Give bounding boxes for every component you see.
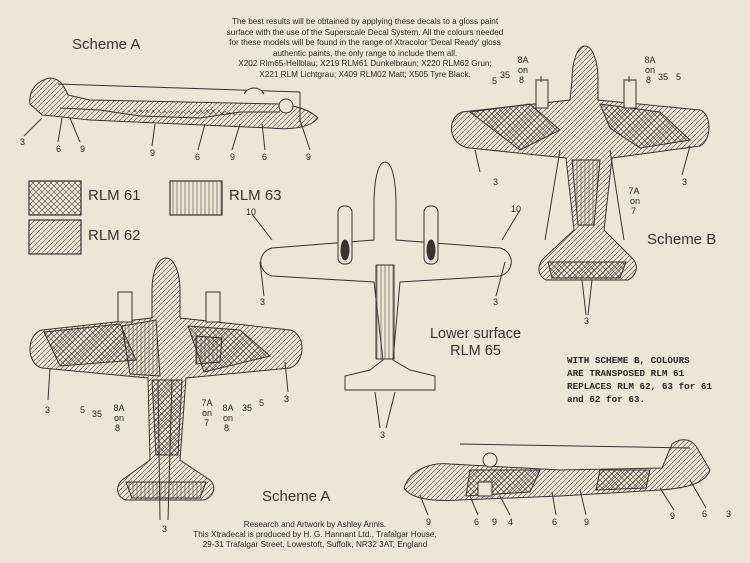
callout: on: [222, 413, 233, 423]
scheme-b-label: Scheme B: [647, 231, 717, 248]
callout: 35: [242, 403, 253, 413]
credits-line: 29-31 Trafalgar Street, Lowestoft, Suffo…: [202, 540, 428, 549]
lower-surface-colour: RLM 65: [450, 343, 501, 359]
callout: 3: [45, 405, 51, 415]
callout: 8: [519, 75, 525, 85]
callout: 8A: [113, 403, 125, 413]
callout: 4: [508, 517, 514, 527]
side-view-scheme-a-upper: [23, 77, 319, 151]
side-view-scheme-a-lower: [403, 439, 711, 516]
callout: 9: [584, 517, 590, 527]
callout: 3: [726, 509, 732, 519]
callout: 3: [284, 394, 290, 404]
intro-line: X221 RLM Lichtgrau; X409 RLM02 Matt; X50…: [259, 69, 471, 79]
callout: 3: [380, 430, 386, 440]
callout: on: [644, 65, 655, 75]
lower-surface-view: [251, 161, 521, 429]
legend-label-rlm61: RLM 61: [88, 187, 141, 204]
callout: 6: [195, 152, 201, 162]
callout: 6: [56, 144, 62, 154]
callout: 5: [492, 76, 498, 86]
legend-label-rlm62: RLM 62: [88, 227, 141, 244]
intro-line: authentic paints, the only range to incl…: [272, 48, 458, 58]
callout: 5: [259, 398, 265, 408]
callout: 6: [702, 509, 708, 519]
intro-line: X202 Rlm65-Hellblau; X219 RLM61 Dunkelbr…: [238, 59, 492, 69]
intro-instructions: The best results will be obtained by app…: [200, 17, 530, 81]
callout: 6: [474, 517, 480, 527]
callout: 3: [20, 137, 26, 147]
note-line: REPLACES RLM 62, 63 for 61: [567, 381, 713, 392]
callout: 35: [92, 409, 103, 419]
callout: 9: [306, 152, 312, 162]
scheme-b-colour-note: WITH SCHEME B, COLOURS ARE TRANSPOSED RL…: [567, 354, 712, 406]
callout: on: [517, 65, 528, 75]
note-line: ARE TRANSPOSED RLM 61: [567, 368, 685, 379]
lower-surface-line: Lower surface: [429, 326, 522, 342]
callout: 8A: [517, 55, 529, 65]
intro-line: surface with the use of the Superscale D…: [226, 27, 504, 37]
callout: 6: [552, 517, 558, 527]
callout: 5: [676, 72, 682, 82]
callout: 3: [493, 177, 499, 187]
credits-line: This Xtradecal is produced by H. G. Hann…: [193, 530, 437, 539]
callout: 9: [80, 144, 86, 154]
callout: 7A: [628, 186, 640, 196]
callout: 9: [150, 148, 156, 158]
callout: 3: [260, 297, 266, 307]
callout: 9: [230, 152, 236, 162]
callout: 5: [80, 405, 86, 415]
callout: 8: [646, 75, 652, 85]
note-line: and 62 for 63.: [567, 394, 646, 405]
callout: 3: [682, 177, 688, 187]
legend-swatch-rlm63: [169, 180, 223, 216]
callout: 8: [224, 423, 230, 433]
callout: 9: [426, 517, 432, 527]
callout: 8: [115, 423, 121, 433]
credits-line: Research and Artwork by Ashley Annis.: [243, 520, 387, 529]
callout: 8A: [644, 55, 656, 65]
callout: 35: [500, 70, 511, 80]
callout: 8A: [222, 403, 234, 413]
callout: 10: [246, 207, 257, 217]
callout: 7A: [201, 398, 213, 408]
lower-surface-label: Lower surface RLM 65: [408, 326, 543, 360]
legend-label-rlm63: RLM 63: [229, 187, 282, 204]
callout: 3: [162, 524, 168, 534]
legend-swatch-rlm62: [28, 219, 82, 255]
callout: 7: [631, 206, 637, 216]
legend-swatch-rlm61: [28, 180, 82, 216]
intro-line: The best results will be obtained by app…: [231, 17, 499, 26]
callout: 35: [658, 72, 669, 82]
callout: 9: [670, 511, 676, 521]
callout: 3: [493, 297, 499, 307]
note-line: WITH SCHEME B, COLOURS: [567, 355, 690, 366]
callout: on: [113, 413, 124, 423]
callout: on: [201, 408, 212, 418]
scheme-a-label-top: Scheme A: [72, 36, 141, 53]
intro-line: for these models will be found in the ra…: [229, 38, 501, 48]
credits: Research and Artwork by Ashley Annis. Th…: [190, 520, 440, 550]
top-view-scheme-b: [451, 45, 710, 316]
callout: 7: [204, 418, 210, 428]
callout: on: [629, 196, 640, 206]
callout: 3: [584, 316, 590, 326]
top-view-scheme-a: [29, 257, 303, 521]
callout: 9: [492, 517, 498, 527]
scheme-a-label-bottom: Scheme A: [262, 488, 331, 505]
callout: 6: [262, 152, 268, 162]
callout: 10: [511, 204, 522, 214]
